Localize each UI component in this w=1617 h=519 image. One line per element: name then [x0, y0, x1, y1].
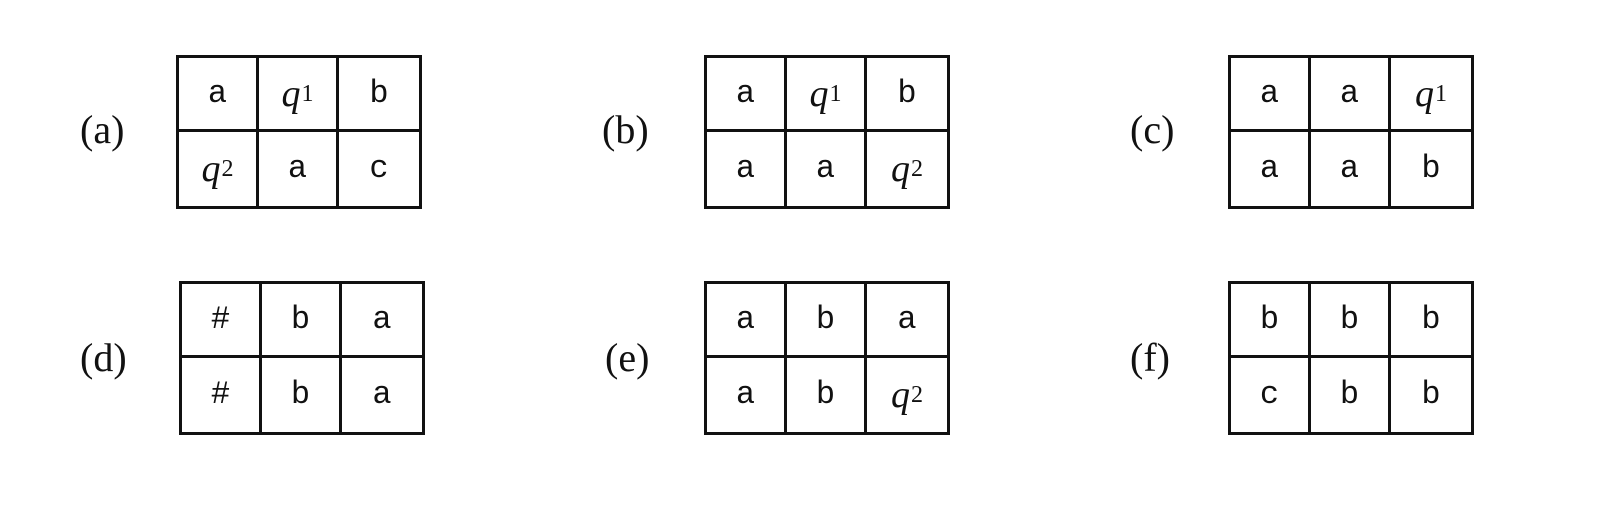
grid-cell: b	[867, 58, 947, 132]
grid-cell: b	[339, 58, 419, 132]
grid-cell: c	[369, 150, 389, 187]
grid-cell: a	[707, 58, 787, 132]
grid-cell: b	[787, 284, 867, 358]
panel-label-f: (f)	[1130, 335, 1170, 380]
grid-cell: b	[262, 284, 342, 358]
grid-cell: a	[1311, 132, 1391, 206]
grid-cell: a	[707, 284, 787, 358]
grid-cell: a	[787, 132, 867, 206]
grid-cell: #	[182, 358, 262, 432]
panel-label-d: (d)	[80, 335, 127, 380]
grid-cell: b	[1311, 358, 1391, 432]
panel-label-c: (c)	[1130, 107, 1175, 152]
grid-cell: a	[707, 132, 787, 206]
panel-label-b: (b)	[602, 107, 649, 152]
grid-cell: a	[707, 358, 787, 432]
grid-cell: a	[259, 132, 339, 206]
grid-cell: b	[787, 358, 867, 432]
grid-cell: b	[262, 358, 342, 432]
grid-cell: a	[1231, 58, 1311, 132]
panel-label-e: (e)	[605, 335, 650, 380]
panel-label-a: (a)	[80, 107, 125, 152]
grid-cell: b	[1311, 284, 1391, 358]
grid-cell: b	[1391, 284, 1471, 358]
grid-cell: #	[182, 284, 262, 358]
grid-cell: a	[342, 284, 422, 358]
grid-cell: a	[1231, 132, 1311, 206]
grid-cell: a	[372, 376, 392, 413]
grid-cell: a	[1311, 58, 1391, 132]
grid-cell: b	[1421, 150, 1441, 187]
grid-cell: a	[867, 284, 947, 358]
grid-cell: b	[1421, 376, 1441, 413]
grid-cell: b	[1231, 284, 1311, 358]
grid-cell: c	[1231, 358, 1311, 432]
grid-cell: a	[179, 58, 259, 132]
